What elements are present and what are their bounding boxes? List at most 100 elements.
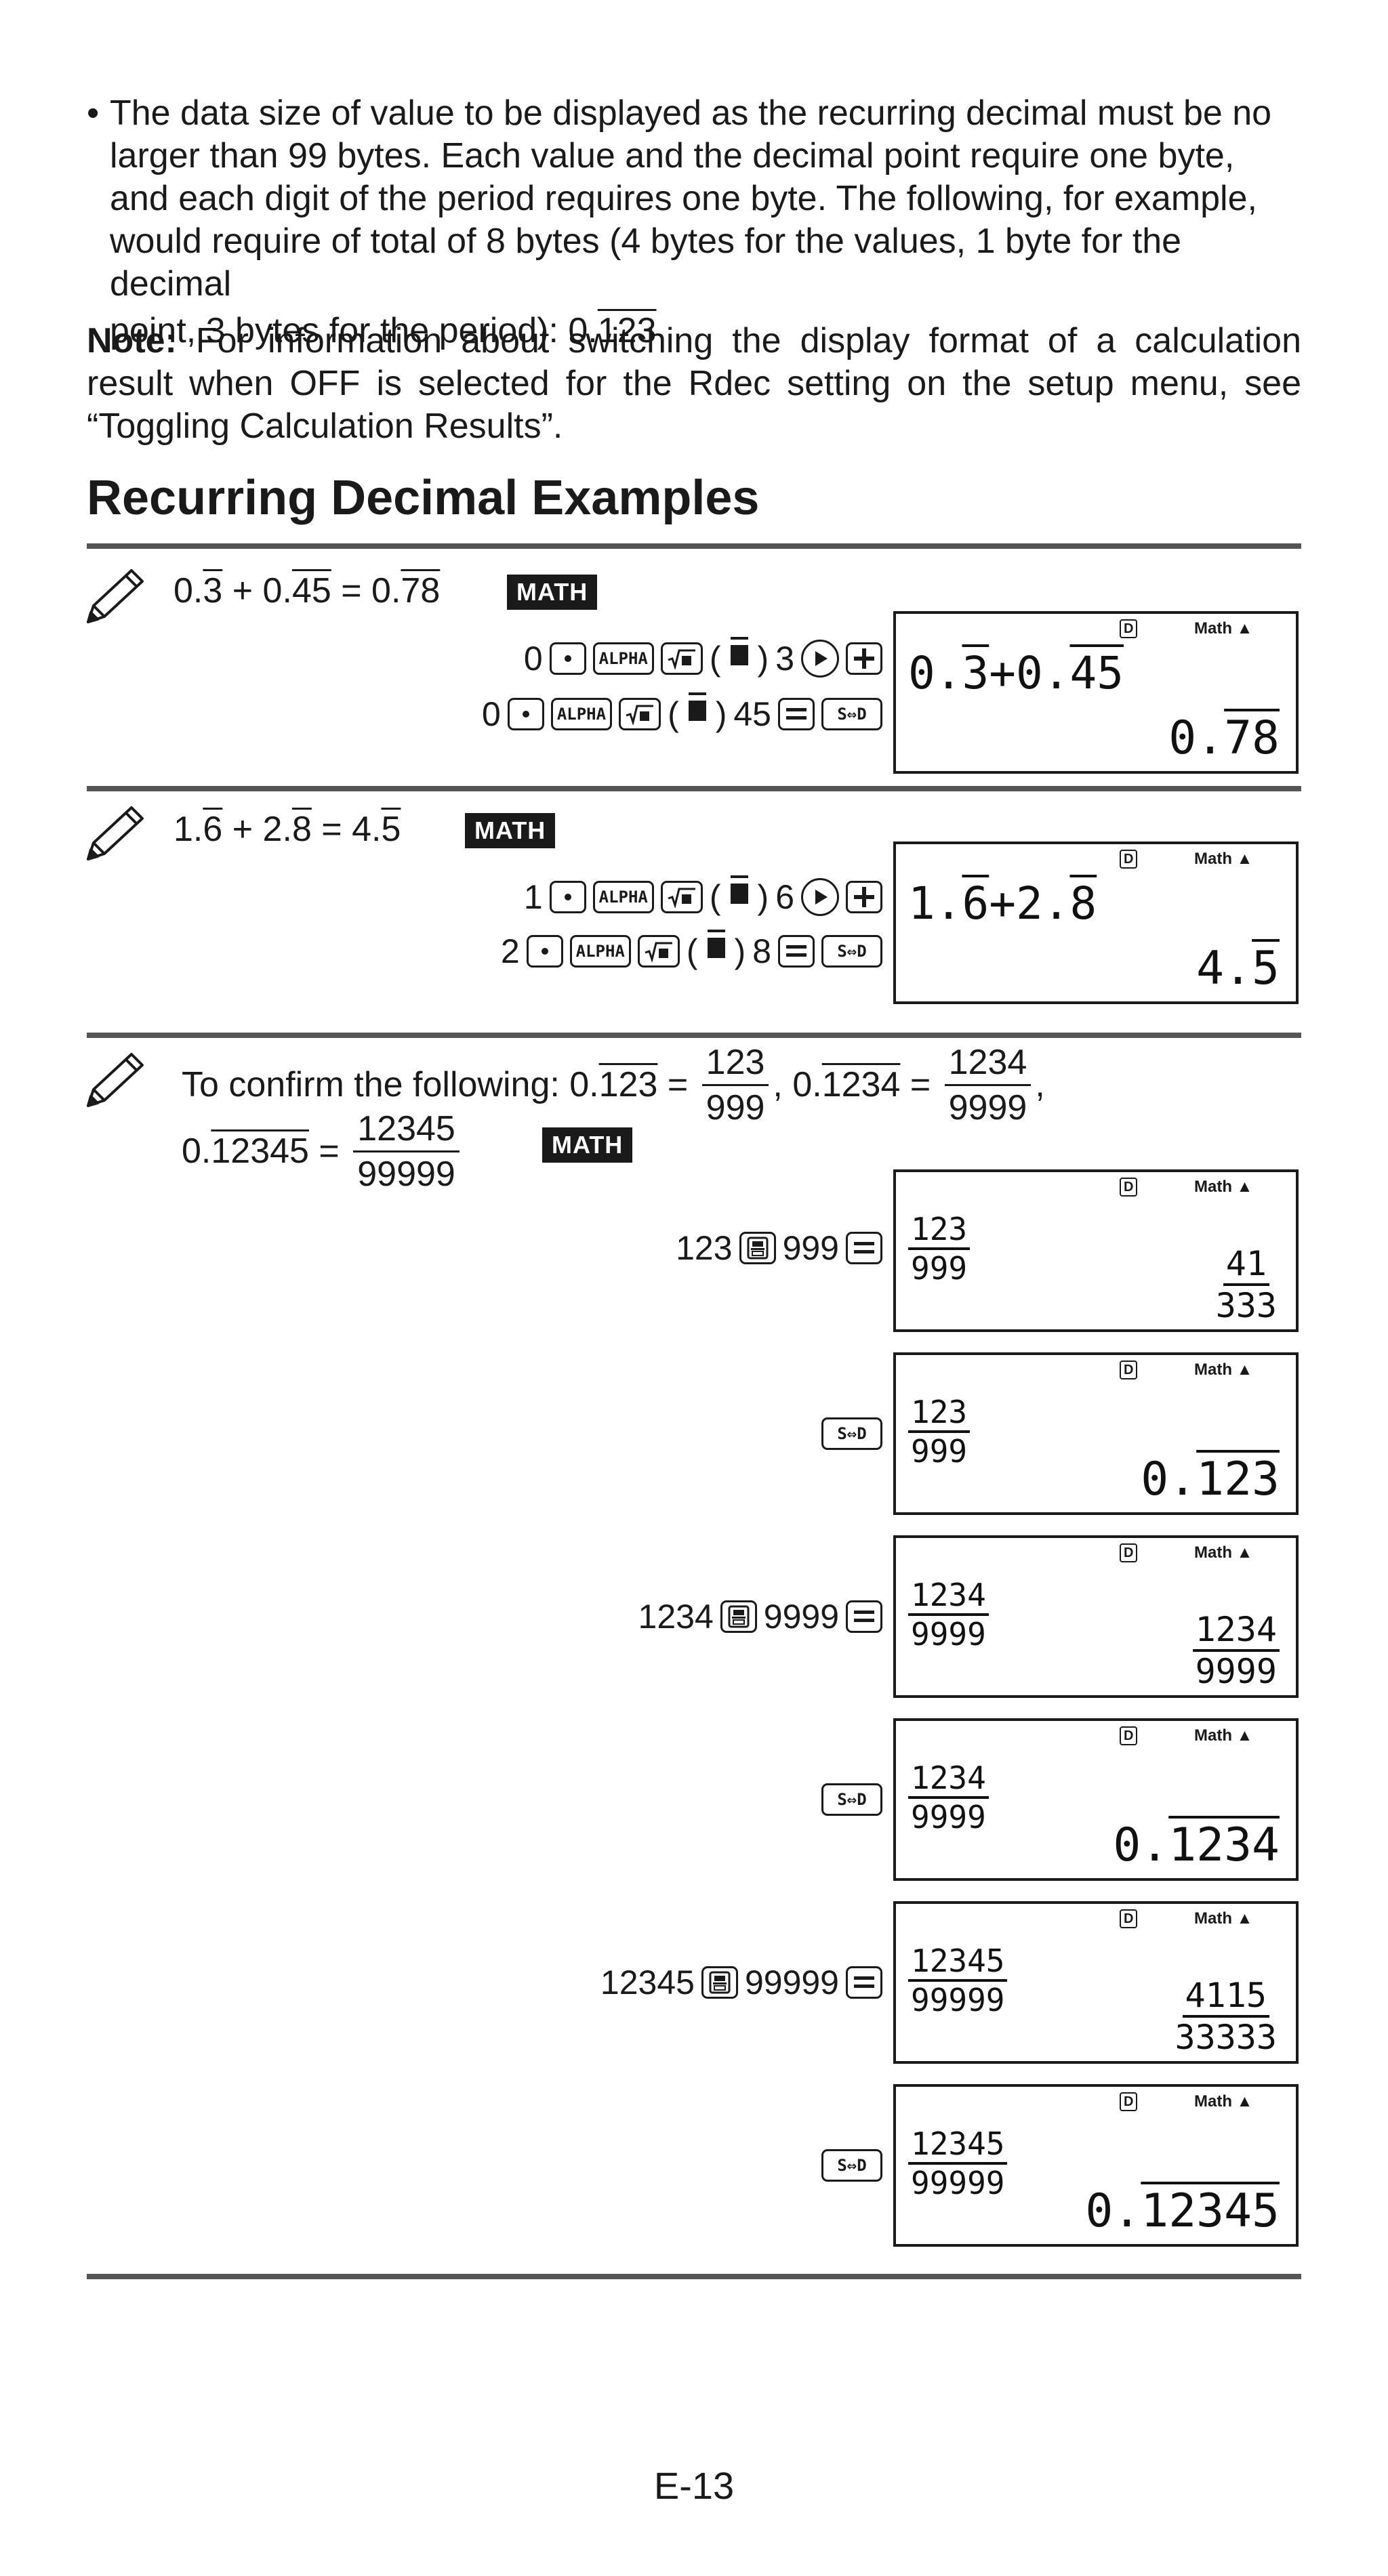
fraction-sqrt-key[interactable] [619, 698, 661, 730]
pencil-icon [84, 1050, 146, 1113]
decimal-point-key[interactable] [549, 642, 586, 675]
display-d-indicator: D [1120, 1360, 1138, 1379]
display-math-indicator: Math ▲ [1194, 2092, 1253, 2111]
numerator: 123 [701, 1045, 769, 1086]
display-input: 1.6+2.8 [908, 878, 1097, 930]
digit-key-label: 1 [523, 878, 543, 916]
denominator: 9999 [1195, 1652, 1277, 1691]
equals-key[interactable] [846, 1600, 882, 1633]
math-mode-badge: MATH [507, 575, 598, 610]
fraction-sqrt-key[interactable] [660, 642, 703, 675]
fraction-key[interactable] [701, 1966, 738, 1999]
ex3-equals: = [900, 1065, 941, 1104]
fraction-key[interactable] [720, 1600, 757, 1633]
s-d-key[interactable]: S⇔D [821, 1783, 882, 1816]
display-d-indicator: D [1120, 619, 1138, 638]
note-paragraph: Note: For information about switching th… [87, 320, 1301, 448]
fraction-sqrt-key[interactable] [637, 935, 680, 968]
ex3-step-2-keys: S⇔D [821, 1412, 882, 1455]
equals-key[interactable] [778, 698, 815, 730]
equals-key[interactable] [778, 935, 815, 968]
s-d-key[interactable]: S⇔D [821, 935, 882, 968]
lcd-text: +0. [989, 647, 1070, 699]
ex2-term-a: 1. [174, 810, 203, 849]
digit-key-label: 0 [482, 695, 501, 733]
alpha-key[interactable]: ALPHA [550, 698, 613, 730]
section-rule-top [87, 543, 1301, 549]
period-digits: 45 [733, 695, 771, 733]
numerator: 123 [908, 1213, 971, 1250]
ex1-equals: = 0. [331, 571, 401, 610]
denominator: 99999 [357, 1154, 455, 1194]
denominator: 333 [1215, 1286, 1277, 1325]
alpha-key[interactable]: ALPHA [569, 935, 631, 968]
overline-square-icon [728, 874, 751, 920]
equals-key[interactable] [846, 1232, 882, 1264]
overline-square-icon [728, 636, 751, 682]
display-d-indicator: D [1120, 1543, 1138, 1562]
numerator: 1234 [944, 1045, 1032, 1086]
period-digits: 8 [752, 932, 771, 970]
paren-close: ) [734, 932, 746, 970]
fraction-sqrt-key[interactable] [660, 881, 703, 913]
bullet-line-1: The data size of value to be displayed a… [110, 94, 1272, 133]
decimal-point-key[interactable] [549, 881, 586, 913]
lcd-period: 5 [1252, 942, 1280, 995]
plus-key[interactable] [846, 642, 882, 675]
numerator: 1234 [908, 1579, 989, 1616]
equals-key[interactable] [846, 1966, 882, 1999]
s-d-key[interactable]: S⇔D [821, 1417, 882, 1450]
display-result: 0.12345 [1085, 2186, 1280, 2237]
ex1-term-a-period: 3 [203, 571, 223, 610]
ex2-equals: = 4. [311, 810, 382, 849]
denominator: 33333 [1175, 2018, 1277, 2057]
display-math-indicator: Math ▲ [1194, 850, 1253, 868]
ex2-keys-row-1: 1 ALPHA ( )6 [524, 875, 882, 919]
lcd-text: 0. [1168, 711, 1225, 765]
numerator: 12345 [353, 1111, 460, 1152]
display-result: 4.5 [1196, 943, 1280, 995]
display-result: 0.1234 [1113, 1820, 1280, 1871]
lcd-period: 78 [1224, 711, 1280, 765]
ex2-keys-row-2: 2 ALPHA ( )8 S⇔D [501, 930, 882, 973]
decimal-point-key[interactable] [507, 698, 544, 730]
denominator: 9999 [911, 1616, 986, 1653]
display-d-indicator: D [1120, 2092, 1138, 2111]
lcd-text: 0. [1113, 1819, 1169, 1872]
ex2-term-b-period: 8 [291, 810, 312, 849]
numerator: 1234 [908, 1762, 989, 1799]
alpha-key[interactable]: ALPHA [592, 642, 654, 675]
paren-open: ( [686, 932, 698, 970]
fraction-key[interactable] [739, 1232, 776, 1264]
section-heading: Recurring Decimal Examples [87, 471, 760, 525]
right-arrow-key[interactable] [801, 878, 839, 916]
lcd-period: 12345 [1141, 2184, 1280, 2238]
digit-key-label: 2 [500, 932, 520, 970]
s-d-key[interactable]: S⇔D [821, 698, 882, 730]
bullet-paragraph: • The data size of value to be displayed… [87, 92, 1307, 352]
denominator: 9999 [948, 1087, 1027, 1127]
s-d-key[interactable]: S⇔D [821, 2149, 882, 2182]
alpha-key[interactable]: ALPHA [592, 881, 654, 913]
lcd-text: 0. [1085, 2184, 1141, 2238]
decimal-point-key[interactable] [526, 935, 563, 968]
plus-key[interactable] [846, 881, 882, 913]
bullet-line-2: larger than 99 bytes. Each value and the… [110, 136, 1235, 175]
numerator: 123 [908, 1396, 971, 1433]
display-math-indicator: Math ▲ [1194, 1543, 1253, 1562]
paren-open: ( [709, 878, 721, 916]
right-arrow-key[interactable] [801, 640, 839, 678]
